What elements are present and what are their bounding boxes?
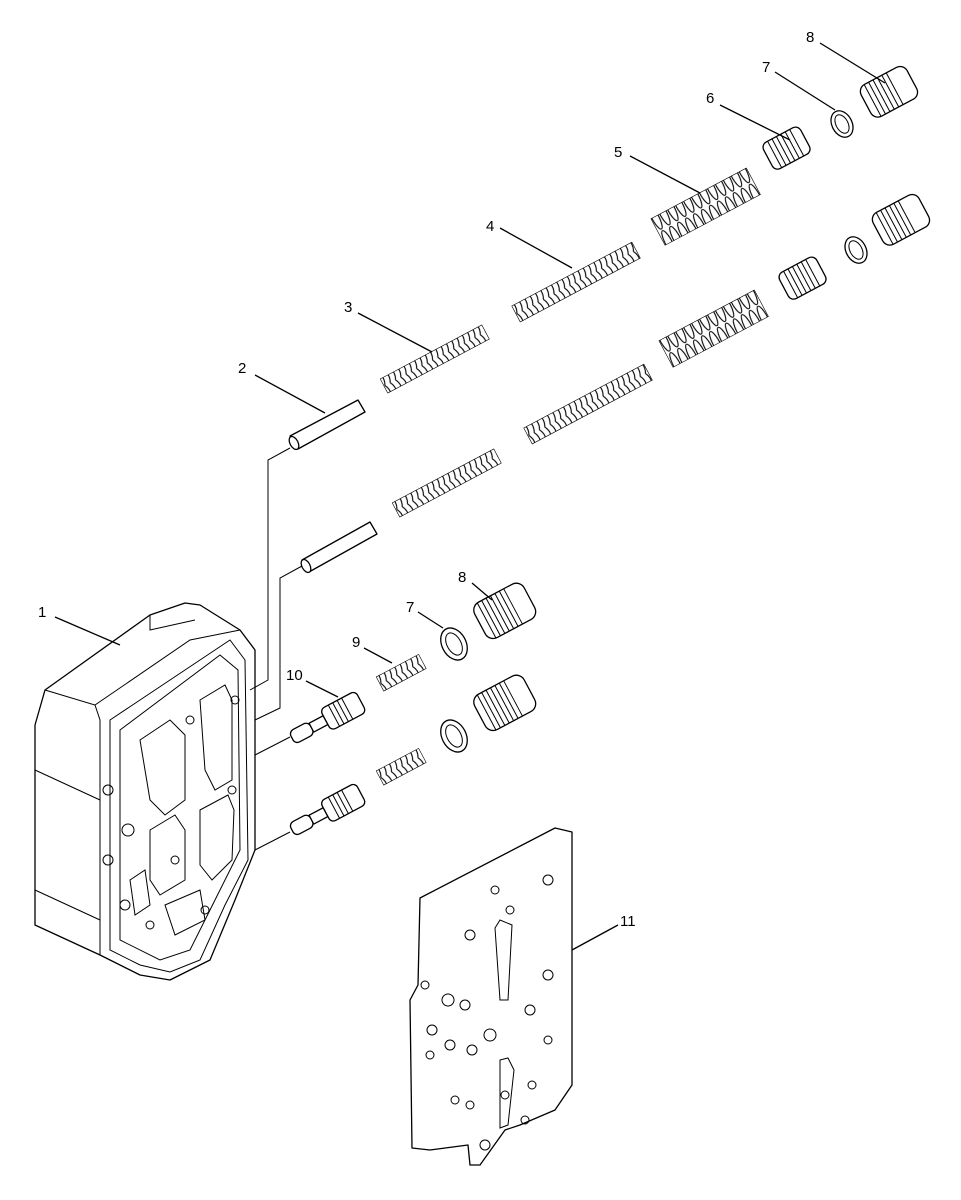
callout-10: 10 [286, 667, 303, 684]
spring-4-lower [523, 363, 653, 445]
washer-7-fourth [440, 719, 468, 753]
callout-2: 2 [238, 360, 246, 377]
separator-plate [409, 827, 573, 1166]
callout-7-lower: 7 [406, 599, 414, 616]
callout-5: 5 [614, 144, 622, 161]
leader-lines [54, 42, 886, 951]
plug-8-fourth [473, 674, 537, 732]
valve-10-upper [289, 691, 366, 744]
plug-8-upper [859, 65, 919, 119]
spring-3 [379, 324, 490, 394]
washer-7-second [844, 236, 868, 264]
pin-lower [300, 521, 378, 574]
assembly-line-3 [254, 736, 291, 756]
plug-8-second [871, 193, 931, 247]
callout-1: 1 [38, 604, 46, 621]
washer-7-third [440, 627, 468, 661]
callout-6: 6 [706, 90, 714, 107]
callout-9: 9 [352, 634, 360, 651]
callout-7-upper: 7 [762, 59, 770, 76]
plug-8-third [473, 582, 537, 640]
plug-6-lower [778, 256, 827, 300]
spring-9-upper [375, 653, 427, 692]
callout-8-lower: 8 [458, 569, 466, 586]
spring-9-lower [375, 747, 427, 786]
spring-3-lower [391, 448, 502, 518]
callouts: 1 2 3 4 5 6 7 8 8 7 9 10 11 [38, 29, 814, 930]
plug-6 [762, 126, 811, 170]
valve-10-lower [289, 783, 366, 836]
spring-4 [511, 241, 641, 323]
assembly-line-1 [249, 447, 291, 691]
callout-4: 4 [486, 218, 494, 235]
assembly-line-4 [254, 831, 291, 851]
callout-8-upper: 8 [806, 29, 814, 46]
assembly-line-2 [254, 565, 303, 721]
spring-5-lower [658, 289, 769, 368]
washer-7-upper [830, 110, 854, 138]
spring-5 [650, 167, 761, 246]
callout-3: 3 [344, 299, 352, 316]
pin-upper [288, 399, 366, 451]
callout-11: 11 [620, 913, 636, 930]
valve-body [34, 602, 256, 981]
